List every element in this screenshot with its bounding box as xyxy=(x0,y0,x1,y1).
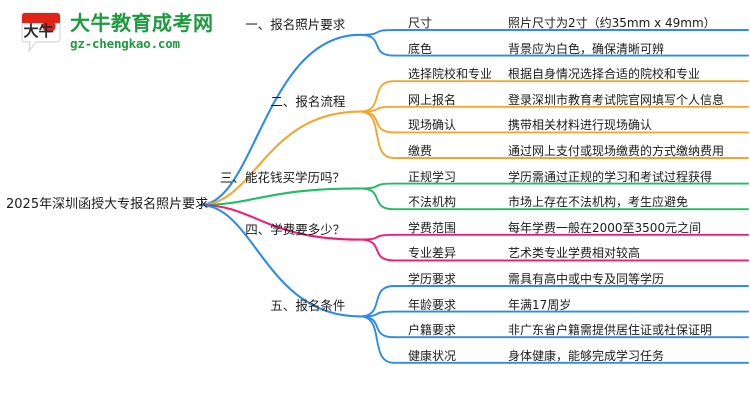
leaf-label[interactable]: 健康状况 xyxy=(408,348,457,363)
branch-trunk-2 xyxy=(198,110,362,207)
leaf-description[interactable]: 市场上存在不法机构，考生应避免 xyxy=(508,195,689,210)
branch-3[interactable]: 三、能花钱买学历吗？ xyxy=(220,170,346,186)
leaf-description[interactable]: 背景应为白色，确保清晰可辨 xyxy=(508,41,665,56)
logo-wordmark: 大牛教育成考网 gz-chengkao.com xyxy=(70,10,240,56)
leaf-description[interactable]: 艺术类专业学费相对较高 xyxy=(508,246,641,261)
leaf-connector xyxy=(359,315,395,364)
site-logo: 大牛 大牛教育成考网 gz-chengkao.com xyxy=(18,10,240,58)
leaf-connector xyxy=(359,29,395,36)
leaf-connector xyxy=(359,182,395,190)
leaf-connector xyxy=(359,238,395,262)
leaf-description[interactable]: 非广东省户籍需提供居住证或社保证明 xyxy=(508,323,713,338)
branch-1[interactable]: 一、报名照片要求 xyxy=(245,16,346,32)
leaf-description[interactable]: 根据自身情况选择合适的院校和专业 xyxy=(508,67,701,82)
leaf-label[interactable]: 户籍要求 xyxy=(408,323,457,338)
leaf-description[interactable]: 需具有高中或中专及同等学历 xyxy=(508,272,665,286)
svg-text:大牛: 大牛 xyxy=(23,22,53,40)
root-node[interactable]: 2025年深圳函授大专报名照片要求 xyxy=(6,197,209,212)
leaf-connector xyxy=(359,233,395,241)
leaf-description[interactable]: 年满17周岁 xyxy=(508,297,572,312)
leaf-label[interactable]: 底色 xyxy=(408,41,433,56)
branch-5[interactable]: 五、报名条件 xyxy=(270,298,346,314)
leaf-connector xyxy=(359,110,395,134)
branch-trunk-5 xyxy=(198,203,362,318)
logo-site-name: 大牛教育成考网 xyxy=(70,11,214,35)
leaf-label[interactable]: 专业差异 xyxy=(408,246,457,261)
leaf-connector xyxy=(359,33,395,57)
leaf-connector xyxy=(359,105,395,113)
leaf-description[interactable]: 携带相关材料进行现场确认 xyxy=(508,118,653,133)
leaf-connector xyxy=(359,187,395,211)
leaf-connector xyxy=(359,310,395,318)
leaf-label[interactable]: 尺寸 xyxy=(408,16,433,30)
leaf-description[interactable]: 照片尺寸为2寸（约35mm x 49mm） xyxy=(508,16,716,30)
leaf-description[interactable]: 通过网上支付或现场缴费的方式缴纳费用 xyxy=(508,144,725,158)
leaf-label[interactable]: 学历要求 xyxy=(408,272,457,286)
leaf-label[interactable]: 年龄要求 xyxy=(408,297,457,312)
leaf-label[interactable]: 学费范围 xyxy=(408,220,457,235)
leaf-description[interactable]: 学历需通过正规的学习和考试过程获得 xyxy=(508,169,713,184)
leaf-label[interactable]: 缴费 xyxy=(408,144,433,158)
branch-2[interactable]: 二、报名流程 xyxy=(270,93,346,109)
leaf-label[interactable]: 不法机构 xyxy=(408,195,457,210)
logo-site-url: gz-chengkao.com xyxy=(70,36,180,51)
leaf-description[interactable]: 每年学费一般在2000至3500元之间 xyxy=(508,220,702,235)
leaf-connector xyxy=(359,110,395,159)
leaf-label[interactable]: 正规学习 xyxy=(408,169,457,184)
leaf-label[interactable]: 网上报名 xyxy=(408,92,457,107)
branch-trunk-3 xyxy=(198,187,362,207)
leaf-description[interactable]: 登录深圳市教育考试院官网填写个人信息 xyxy=(508,92,725,107)
branch-trunk-1 xyxy=(198,33,362,207)
leaf-label[interactable]: 现场确认 xyxy=(408,118,457,133)
leaf-label[interactable]: 选择院校和专业 xyxy=(408,67,493,82)
leaf-description[interactable]: 身体健康，能够完成学习任务 xyxy=(508,348,665,363)
branch-trunk-4 xyxy=(198,203,362,241)
leaf-connector xyxy=(359,315,395,339)
logo-mark-icon: 大牛 xyxy=(21,12,61,54)
branch-4[interactable]: 四、学费要多少？ xyxy=(245,221,346,237)
